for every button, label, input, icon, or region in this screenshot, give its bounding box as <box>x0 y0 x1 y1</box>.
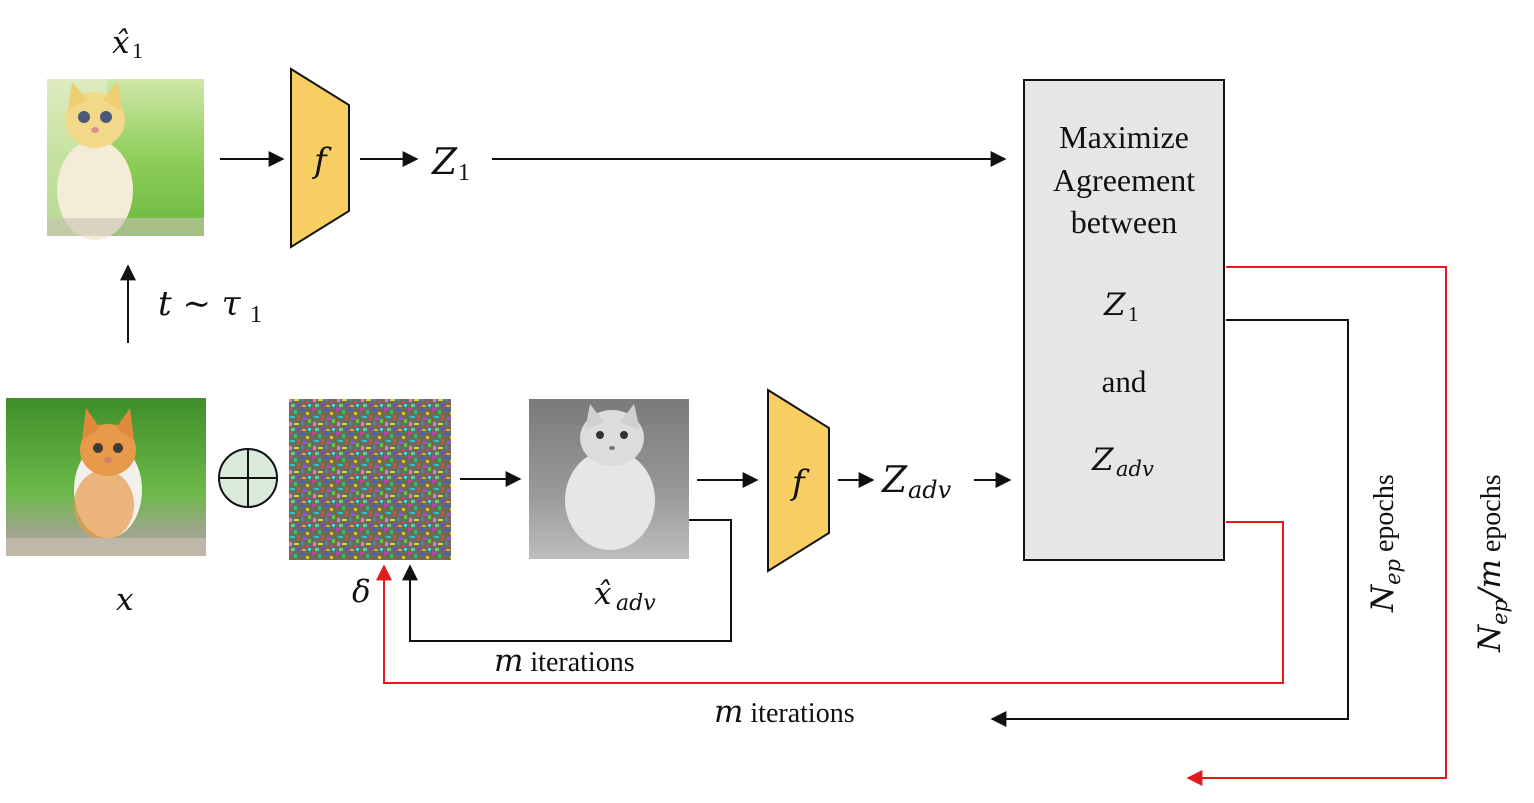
x1-hat-label: x̂ 1 <box>112 25 143 63</box>
adversarial-image <box>529 399 689 559</box>
adversarial-noise-image <box>289 399 451 560</box>
bottom-image <box>6 398 206 556</box>
inner-loop-label: m iterations <box>494 643 635 679</box>
encoder-bottom <box>767 388 830 573</box>
svg-text:x̂: x̂ <box>112 25 130 61</box>
zadv-output-label: Z adv <box>881 460 952 504</box>
objective-zadv: Z <box>1091 442 1114 478</box>
objective-line2: Agreement <box>1053 162 1195 198</box>
inner-loop-adv-to-delta <box>402 519 732 642</box>
svg-text:adv: adv <box>908 476 952 504</box>
circle-plus-icon <box>218 448 278 508</box>
objective-box: Maximize Agreement between Z 1 and Z adv <box>1023 79 1225 561</box>
objective-and: and <box>1102 364 1147 399</box>
red-loop-objective-to-delta <box>376 521 1284 684</box>
svg-text:1: 1 <box>250 302 262 328</box>
svg-text:Z: Z <box>431 142 458 183</box>
svg-text:Nep epochs: Nep epochs <box>1365 474 1405 613</box>
x-adv-hat-label: x̂ adv <box>594 576 656 616</box>
svg-text:1: 1 <box>458 160 470 186</box>
svg-text:t ∼ τ: t ∼ τ <box>158 284 242 324</box>
encoder-top <box>290 67 350 249</box>
outer-loop-epochs <box>990 319 1349 727</box>
outer-loop-label: m iterations <box>714 694 855 730</box>
epochs-label: Nep epochs <box>1365 474 1405 613</box>
outer-red-loop-epochs <box>1186 266 1447 786</box>
svg-text:Z: Z <box>881 460 908 501</box>
objective-line3: between <box>1071 204 1178 240</box>
epochs-m-label: Nep/m epochs <box>1472 474 1512 653</box>
svg-text:1: 1 <box>132 38 143 63</box>
z1-output-label: Z 1 <box>431 142 470 186</box>
svg-text:m iterations: m iterations <box>494 643 635 679</box>
x-label: x <box>116 582 134 618</box>
objective-z1: Z <box>1103 287 1126 323</box>
delta-label: δ <box>352 574 371 610</box>
objective-z1-sub: 1 <box>1128 302 1139 326</box>
objective-line1: Maximize <box>1059 119 1189 155</box>
top-image <box>47 79 204 240</box>
transform-label: t ∼ τ 1 <box>158 284 262 328</box>
svg-text:adv: adv <box>616 591 656 616</box>
svg-text:Nep/m epochs: Nep/m epochs <box>1472 474 1512 653</box>
svg-text:x̂: x̂ <box>594 576 612 612</box>
objective-zadv-sub: adv <box>1116 457 1154 481</box>
svg-text:m iterations: m iterations <box>714 694 855 730</box>
